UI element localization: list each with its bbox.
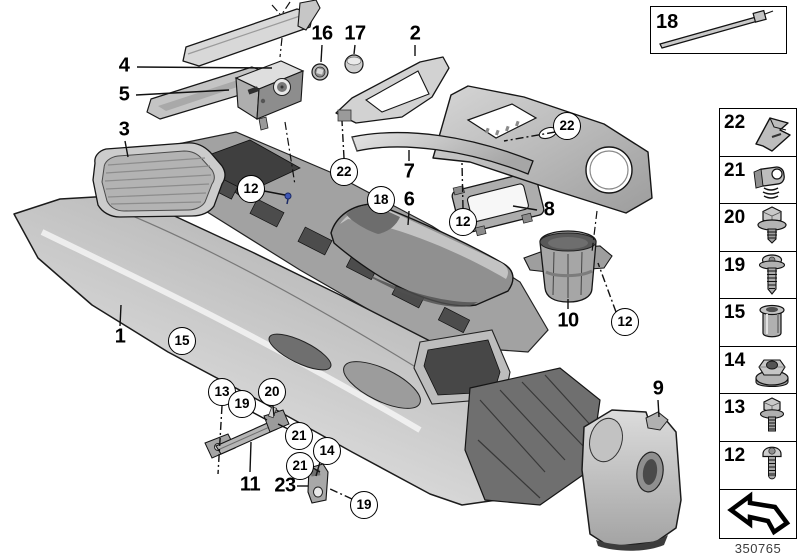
console-body (13, 195, 541, 506)
rubber-insert-mat (92, 142, 226, 218)
callout-3[interactable]: 3 (118, 118, 130, 141)
direction-arrow-icon (727, 491, 791, 536)
armrest-lid (182, 0, 321, 67)
callout-20[interactable]: 20 (258, 378, 286, 406)
highlighted-screw (284, 192, 292, 205)
callout-2[interactable]: 2 (409, 22, 421, 45)
callout-19[interactable]: 19 (350, 491, 378, 519)
legend-item-12[interactable]: 12 (719, 440, 797, 490)
callout-22[interactable]: 22 (330, 158, 358, 186)
rear-trim-cap (581, 409, 682, 551)
legend-item-14[interactable]: 14 (719, 345, 797, 395)
callout-5[interactable]: 5 (118, 83, 130, 106)
legend-cable-tie-box[interactable]: 18 (650, 6, 787, 54)
callout-9[interactable]: 9 (652, 377, 664, 400)
callout-17[interactable]: 17 (344, 22, 366, 45)
legend-nav-arrow-box[interactable] (719, 489, 797, 539)
callout-6[interactable]: 6 (403, 188, 415, 211)
callout-7[interactable]: 7 (403, 160, 415, 183)
drawing-number: 350765 (734, 541, 782, 556)
legend-item-15[interactable]: 15 (719, 298, 797, 347)
legend-label: 22 (724, 112, 746, 133)
legend-item-20[interactable]: 20 (719, 203, 797, 252)
pan-head-screw-icon (758, 253, 786, 295)
callout-4[interactable]: 4 (118, 54, 130, 77)
callout-12[interactable]: 12 (611, 308, 639, 336)
callout-14[interactable]: 14 (313, 437, 341, 465)
legend-label: 19 (724, 254, 746, 276)
round-head-screw-icon (762, 446, 782, 479)
callout-12[interactable]: 12 (449, 208, 477, 236)
cupholder-insert (523, 230, 613, 303)
callout-18[interactable]: 18 (367, 186, 395, 214)
gear-trim-frame (335, 56, 450, 124)
legend-label: 13 (724, 397, 746, 418)
callout-21[interactable]: 21 (285, 422, 313, 450)
legend-item-21[interactable]: 21 (719, 155, 797, 205)
callout-10[interactable]: 10 (557, 309, 579, 332)
collar-nut-icon (755, 358, 789, 387)
legend-label: 14 (724, 349, 746, 371)
callout-15[interactable]: 15 (168, 327, 196, 355)
callout-19[interactable]: 19 (228, 390, 256, 418)
console-rear-frame (464, 367, 601, 506)
callout-11[interactable]: 11 (239, 473, 261, 496)
socket-cap (344, 54, 364, 74)
callout-21[interactable]: 21 (286, 452, 314, 480)
legend-cable-tie-label: 18 (656, 11, 679, 33)
legend-item-19[interactable]: 19 (719, 250, 797, 300)
callout-23[interactable]: 23 (274, 474, 296, 497)
legend-label: 20 (724, 207, 746, 228)
callout-22[interactable]: 22 (553, 112, 581, 140)
hex-screw-washer-icon (757, 206, 787, 244)
hex-flange-screw-icon (759, 397, 785, 432)
cable-tie-icon (659, 9, 774, 49)
power-socket-plug (311, 63, 329, 81)
socket-panel (234, 60, 305, 131)
cage-nut-icon (753, 165, 785, 199)
legend-label: 12 (724, 444, 746, 466)
spring-clip-icon (755, 117, 791, 152)
callout-8[interactable]: 8 (543, 198, 555, 221)
callout-16[interactable]: 16 (311, 22, 333, 45)
legend-label: 21 (724, 159, 746, 181)
callout-12[interactable]: 12 (237, 175, 265, 203)
callout-1[interactable]: 1 (114, 325, 126, 348)
legend-item-22[interactable]: 22 (719, 108, 797, 157)
legend-label: 15 (724, 302, 746, 323)
trim-strip (351, 131, 534, 175)
legend-item-13[interactable]: 13 (719, 393, 797, 442)
construction-lines (271, 1, 598, 253)
threaded-sleeve-icon (759, 304, 785, 338)
